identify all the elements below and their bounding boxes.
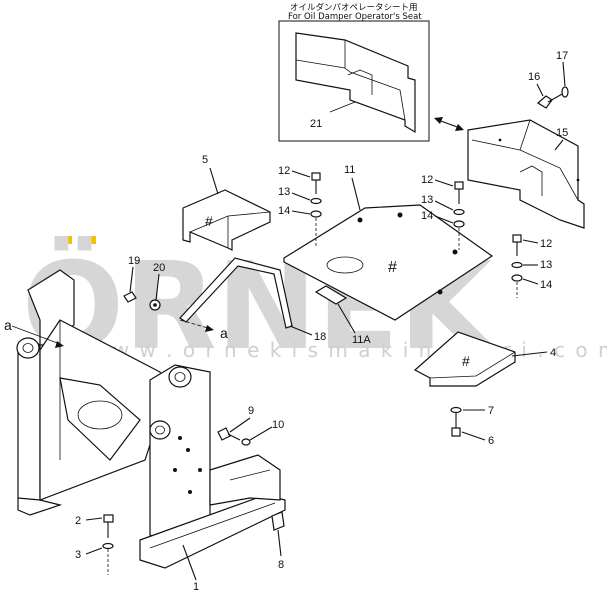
part-18-bar: 18	[179, 257, 326, 343]
washer-10: 10	[241, 419, 284, 446]
washer-17: 17	[556, 50, 569, 98]
callout-1: 1	[193, 581, 199, 593]
fastener-stack-left: 12 13 14	[278, 165, 322, 248]
bolt-6: 6	[451, 412, 494, 447]
part-8-clip: 8	[271, 511, 285, 571]
callout-7: 7	[488, 405, 494, 417]
part-1-frame: 1	[16, 269, 286, 593]
part-15-bracket: 15	[467, 119, 585, 229]
inset-title-jp: オイルダンパオペレータシート用	[290, 2, 418, 13]
callout-9: 9	[248, 405, 254, 417]
arrow-a-left: a	[4, 317, 64, 348]
part-20: 20	[149, 262, 165, 311]
callout-16: 16	[528, 71, 540, 83]
part-19: 19	[123, 255, 140, 303]
callout-13b: 13	[421, 194, 433, 206]
callout-14a: 14	[278, 205, 290, 217]
callout-10: 10	[272, 419, 284, 431]
callout-3: 3	[75, 549, 81, 561]
hash-5: #	[205, 213, 213, 229]
callout-5: 5	[202, 154, 208, 166]
callout-13c: 13	[540, 259, 552, 271]
hash-11: #	[388, 259, 397, 276]
callout-14b: 14	[421, 210, 433, 222]
label-a-left: a	[4, 317, 12, 333]
callout-4: 4	[550, 347, 556, 359]
part-11-floor-plate: # 11 11A	[283, 164, 494, 346]
washer-3: 3	[75, 542, 114, 575]
callout-14c: 14	[540, 279, 552, 291]
inset-title-en: For Oil Damper Operator's Seat	[288, 12, 422, 22]
watermark-accent-left	[60, 236, 72, 244]
callout-11: 11	[344, 164, 355, 176]
part-11a	[314, 285, 348, 305]
double-arrow	[434, 117, 464, 131]
bolt-16: 16	[528, 71, 565, 109]
part-5-bracket: # 5	[182, 154, 271, 251]
callout-8: 8	[278, 559, 284, 571]
callout-6: 6	[488, 435, 494, 447]
callout-12c: 12	[540, 238, 552, 250]
fastener-stack-middle: 12 13 14	[421, 174, 465, 250]
callout-12b: 12	[421, 174, 433, 186]
watermark-url: w w w . o r n e k i s m a k i n a l a r …	[86, 338, 607, 362]
callout-15: 15	[556, 127, 568, 139]
inset-panel: オイルダンパオペレータシート用 For Oil Damper Operator'…	[278, 2, 430, 142]
callout-18: 18	[314, 331, 326, 343]
bolt-2: 2	[75, 514, 114, 538]
plate-hole	[326, 256, 364, 274]
hash-4: #	[462, 353, 470, 369]
label-a-mid: a	[220, 325, 228, 341]
watermark-accent-right	[84, 236, 96, 244]
callout-19: 19	[128, 255, 140, 267]
callout-12a: 12	[278, 165, 290, 177]
inset-frame	[278, 20, 430, 142]
arrow-a-mid: a	[179, 319, 228, 341]
callout-2: 2	[75, 515, 81, 527]
part-4-plate: # 4	[413, 331, 556, 387]
callout-20: 20	[153, 262, 165, 274]
callout-11a: 11A	[352, 334, 371, 346]
callout-17: 17	[556, 50, 568, 62]
inset-bracket	[295, 32, 416, 134]
callout-13a: 13	[278, 186, 290, 198]
watermark: ÖRNEK w w w . o r n e k i s m a k i n a …	[22, 236, 607, 377]
bolt-9: 9	[217, 405, 254, 441]
fastener-stack-right: 12 13 14	[511, 234, 552, 298]
callout-21: 21	[310, 118, 322, 130]
washer-7: 7	[450, 405, 494, 417]
